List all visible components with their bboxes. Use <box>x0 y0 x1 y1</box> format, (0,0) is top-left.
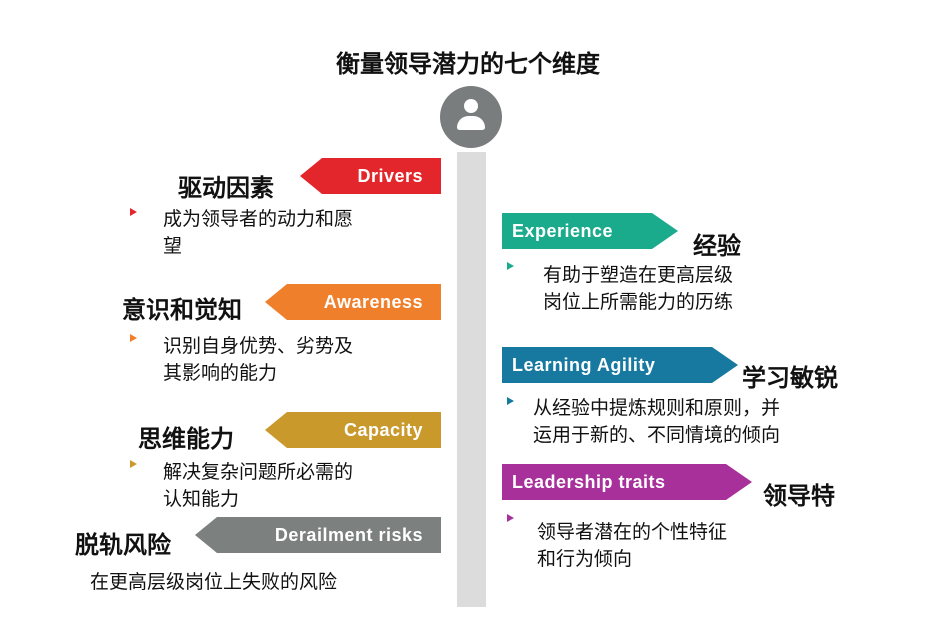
leadership-traits-tag: Leadership traits <box>502 464 752 500</box>
capacity-desc: 解决复杂问题所必需的认知能力 <box>163 461 354 510</box>
capacity-tag: Capacity <box>265 412 441 448</box>
bullet-icon <box>130 208 137 216</box>
awareness-tag: Awareness <box>265 284 441 320</box>
awareness-heading: 意识和觉知 <box>122 296 242 324</box>
center-spine <box>457 152 486 607</box>
derailment-heading: 脱轨风险 <box>75 531 171 559</box>
learning-agility-desc: 从经验中提炼规则和原则，并运用于新的、不同情境的倾向 <box>533 397 781 446</box>
diagram-title: 衡量领导潜力的七个维度 <box>336 50 600 78</box>
derailment-desc: 在更高层级岗位上失败的风险 <box>90 571 338 593</box>
derailment-tag: Derailment risks <box>195 517 441 553</box>
experience-tag: Experience <box>502 213 678 249</box>
awareness-desc: 识别自身优势、劣势及其影响的能力 <box>163 335 354 384</box>
drivers-heading: 驱动因素 <box>178 174 274 202</box>
capacity-heading: 思维能力 <box>138 425 234 453</box>
experience-desc: 有助于塑造在更高层级岗位上所需能力的历练 <box>543 264 734 313</box>
drivers-tag: Drivers <box>300 158 441 194</box>
bullet-icon <box>507 397 514 405</box>
leadership-traits-desc: 领导者潜在的个性特征和行为倾向 <box>537 521 728 570</box>
bullet-icon <box>507 262 514 270</box>
leadership-traits-heading: 领导特 <box>763 482 835 510</box>
learning-agility-tag: Learning Agility <box>502 347 738 383</box>
bullet-icon <box>130 334 137 342</box>
bullet-icon <box>507 514 514 522</box>
bullet-icon <box>130 460 137 468</box>
learning-agility-heading: 学习敏锐 <box>742 364 838 392</box>
drivers-desc: 成为领导者的动力和愿望 <box>163 208 354 257</box>
experience-heading: 经验 <box>693 232 741 260</box>
person-icon <box>440 86 502 148</box>
